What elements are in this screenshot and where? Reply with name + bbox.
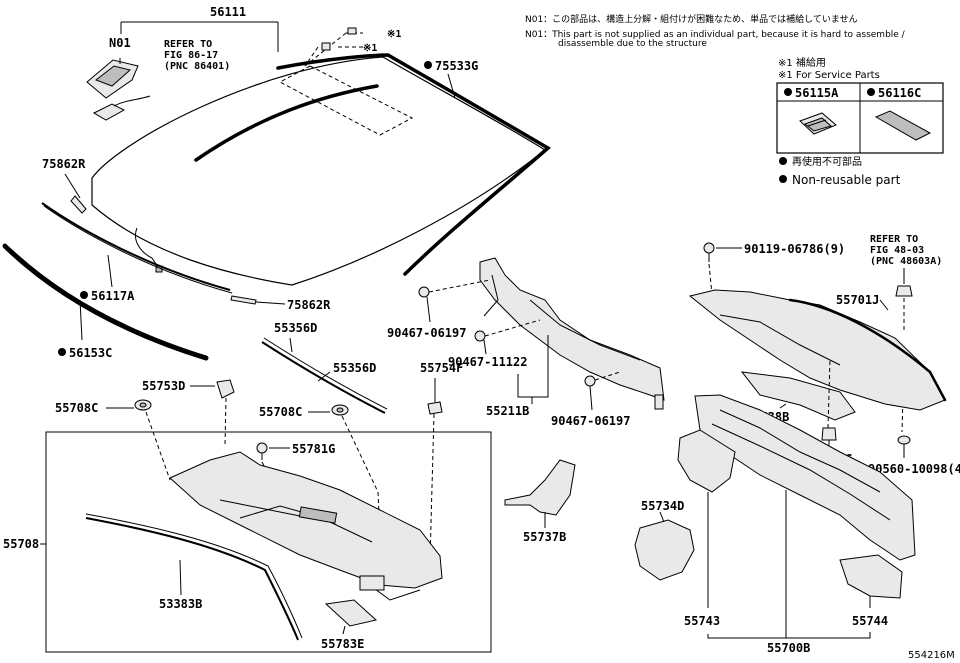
label-55783e: 55783E	[321, 637, 364, 651]
label-90560-10098: 90560-10098(4)	[868, 462, 960, 476]
legend-jp: 再使用不可部品	[792, 155, 862, 168]
label-n01: N01	[109, 36, 131, 50]
legend-en: Non-reusable part	[792, 173, 901, 187]
label-90467-11122: 90467-11122	[448, 355, 527, 369]
seal-55738b	[740, 371, 856, 421]
ref-fig86-l1: REFER TO	[164, 39, 212, 50]
clip-56115a-icon	[799, 112, 837, 135]
label-75862r-top: 75862R	[42, 157, 86, 171]
diagram-code: 554216M	[908, 650, 955, 661]
sensor-bracket-n01	[86, 58, 151, 121]
service-parts-title-jp: ※1 補給用	[778, 56, 826, 69]
label-55708c-left: 55708C	[55, 401, 98, 415]
label-55743: 55743	[684, 614, 720, 628]
seal-53383b	[85, 517, 299, 641]
label-56117a: 56117A	[91, 289, 135, 303]
label-55708: 55708	[3, 537, 39, 551]
ref-fig86-l2: FIG 86-17	[164, 50, 218, 61]
label-55356d-b: 55356D	[333, 361, 376, 375]
label-55708c-right: 55708C	[259, 405, 302, 419]
service-part-56116c: 56116C	[878, 86, 921, 100]
mark-star-1: ※1	[387, 29, 401, 40]
ref-fig48-l1: REFER TO	[870, 234, 918, 245]
pad-56116c-icon	[874, 110, 932, 141]
label-90467-06197-a: 90467-06197	[387, 326, 466, 340]
cowl-top-panel-55701j	[688, 289, 947, 411]
label-56153c: 56153C	[69, 346, 112, 360]
ref-fig48-l2: FIG 48-03	[870, 245, 924, 256]
ref-fig48-l3: (PNC 48603A)	[870, 256, 942, 267]
label-56111: 56111	[210, 5, 246, 19]
non-reusable-dot-icon	[779, 157, 787, 165]
cowl-lower-panel-55700b	[694, 394, 916, 561]
cover-55783e	[324, 599, 378, 627]
label-75533g: 75533G	[435, 59, 478, 73]
note-n01-en-2: disassemble due to the structure	[558, 39, 707, 49]
label-55700b: 55700B	[767, 641, 810, 655]
label-55211b: 55211B	[486, 404, 529, 418]
cowl-brace-55211b	[479, 257, 665, 410]
label-90119-06786: 90119-06786(9)	[744, 242, 845, 256]
service-parts-table: 56115A 56116C	[776, 82, 944, 154]
cowl-panel	[169, 451, 443, 601]
molding-75533g	[276, 53, 551, 276]
label-90467-06197-b: 90467-06197	[551, 414, 630, 428]
label-55744: 55744	[852, 614, 888, 628]
cowl-group-box	[45, 431, 492, 653]
label-55754f: 55754F	[420, 361, 463, 375]
label-55753d: 55753D	[142, 379, 185, 393]
service-parts-title-en: ※1 For Service Parts	[778, 70, 880, 81]
bracket-55737b	[504, 459, 576, 516]
service-part-56115a: 56115A	[795, 86, 839, 100]
label-55737b: 55737B	[523, 530, 566, 544]
bracket-55744	[839, 554, 903, 599]
label-55734d: 55734D	[641, 499, 684, 513]
label-53383b: 53383B	[159, 597, 202, 611]
non-reusable-dot-icon-2	[779, 175, 787, 183]
note-n01-en-1: N01：This part is not supplied as an indi…	[525, 30, 906, 40]
label-55701j: 55701J	[836, 293, 879, 307]
label-75862r-bottom: 75862R	[287, 298, 331, 312]
bracket-55743	[677, 429, 736, 493]
label-55781g: 55781G	[292, 442, 335, 456]
ref-fig86-l3: (PNC 86401)	[164, 61, 230, 72]
bracket-55734d	[634, 519, 695, 581]
note-n01-jp: N01：この部品は、構造上分解・組付けが困難なため、単品では補給していません	[525, 13, 858, 25]
label-55356d-a: 55356D	[274, 321, 317, 335]
mark-star-2: ※1	[363, 43, 377, 54]
